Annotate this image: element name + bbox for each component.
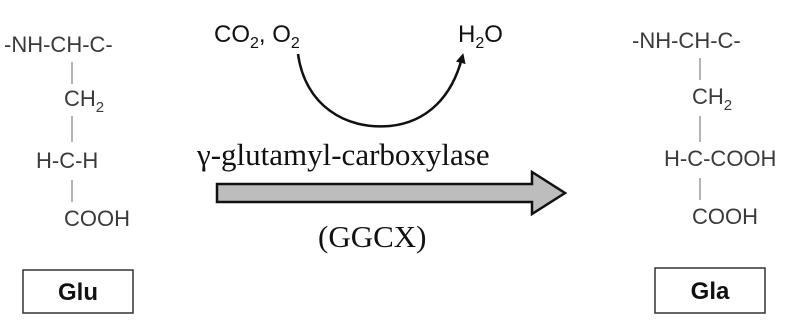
gla-label-box <box>654 267 766 314</box>
glu-gamma-carbon: H-C-H <box>36 148 98 173</box>
o2-main: O <box>272 21 291 48</box>
gla-gamma-carbon: H-C-COOH <box>664 146 776 171</box>
reaction-arrow <box>215 169 568 217</box>
h2o-h: H <box>458 21 475 48</box>
gla-ch2-main: CH <box>692 84 724 109</box>
cofactor-cycle-arrow <box>296 53 466 128</box>
o2-subscript: 2 <box>291 35 300 52</box>
product-h2o: H2O <box>458 21 503 52</box>
glu-label-box <box>22 269 134 314</box>
gla-label: Gla <box>691 278 730 305</box>
glu-ch2-subscript: 2 <box>96 99 104 116</box>
reagents-co2-o2: CO2, O2 <box>214 21 300 52</box>
gla-ch2-subscript: 2 <box>724 97 732 114</box>
glu-terminal-cooh: COOH <box>64 206 130 231</box>
gla-backbone: -NH-CH-C- <box>632 28 741 53</box>
enzyme-group: γ-glutamyl-carboxylase (GGCX) <box>196 137 568 254</box>
co2-main: CO <box>214 21 250 48</box>
glu-backbone: -NH-CH-C- <box>4 32 113 57</box>
glu-structure: -NH-CH-C- CH2 H-C-H COOH Glu <box>4 32 134 314</box>
glu-ch2-main: CH <box>64 86 96 111</box>
gla-terminal-cooh: COOH <box>692 204 758 229</box>
co2-subscript: 2 <box>250 35 259 52</box>
gla-structure: -NH-CH-C- CH2 H-C-COOH COOH Gla <box>632 28 776 314</box>
h2o-subscript: 2 <box>475 35 484 52</box>
enzyme-abbreviation: (GGCX) <box>318 219 427 254</box>
glu-label: Glu <box>58 279 98 306</box>
h2o-o: O <box>484 21 503 48</box>
glu-ch2: CH2 <box>64 86 104 116</box>
reagent-separator: , <box>259 21 272 48</box>
enzyme-name: γ-glutamyl-carboxylase <box>196 137 490 172</box>
cofactor-group: CO2, O2 H2O <box>214 21 503 128</box>
gla-ch2: CH2 <box>692 84 732 114</box>
